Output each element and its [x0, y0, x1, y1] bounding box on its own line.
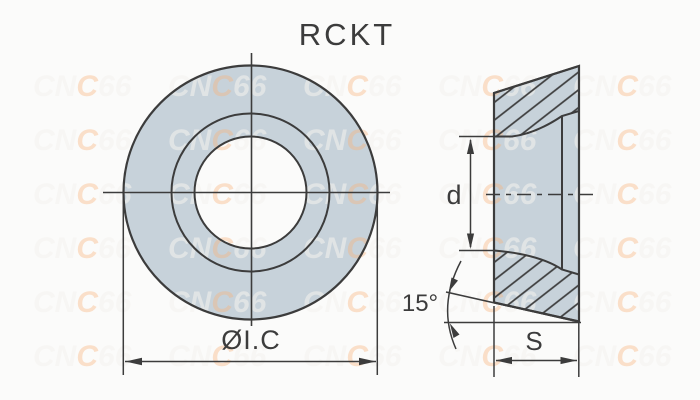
s-arrow-right: [560, 356, 577, 365]
side-view-top-section-hatch: [493, 64, 580, 138]
side-view: [444, 64, 598, 377]
d-arrow-up: [466, 138, 475, 154]
side-view-bottom-section-hatch: [493, 249, 580, 323]
ic-arrow-left: [125, 357, 142, 366]
d-arrow-down: [466, 233, 475, 249]
front-view: [103, 53, 390, 375]
angle-slanted-ray: [445, 291, 580, 323]
angle-arrow-top: [448, 277, 458, 292]
s-arrow-left: [495, 356, 512, 365]
ic-arrow-right: [359, 357, 376, 366]
angle-arc: [446, 260, 462, 350]
angle-arrow-bottom: [449, 323, 460, 338]
